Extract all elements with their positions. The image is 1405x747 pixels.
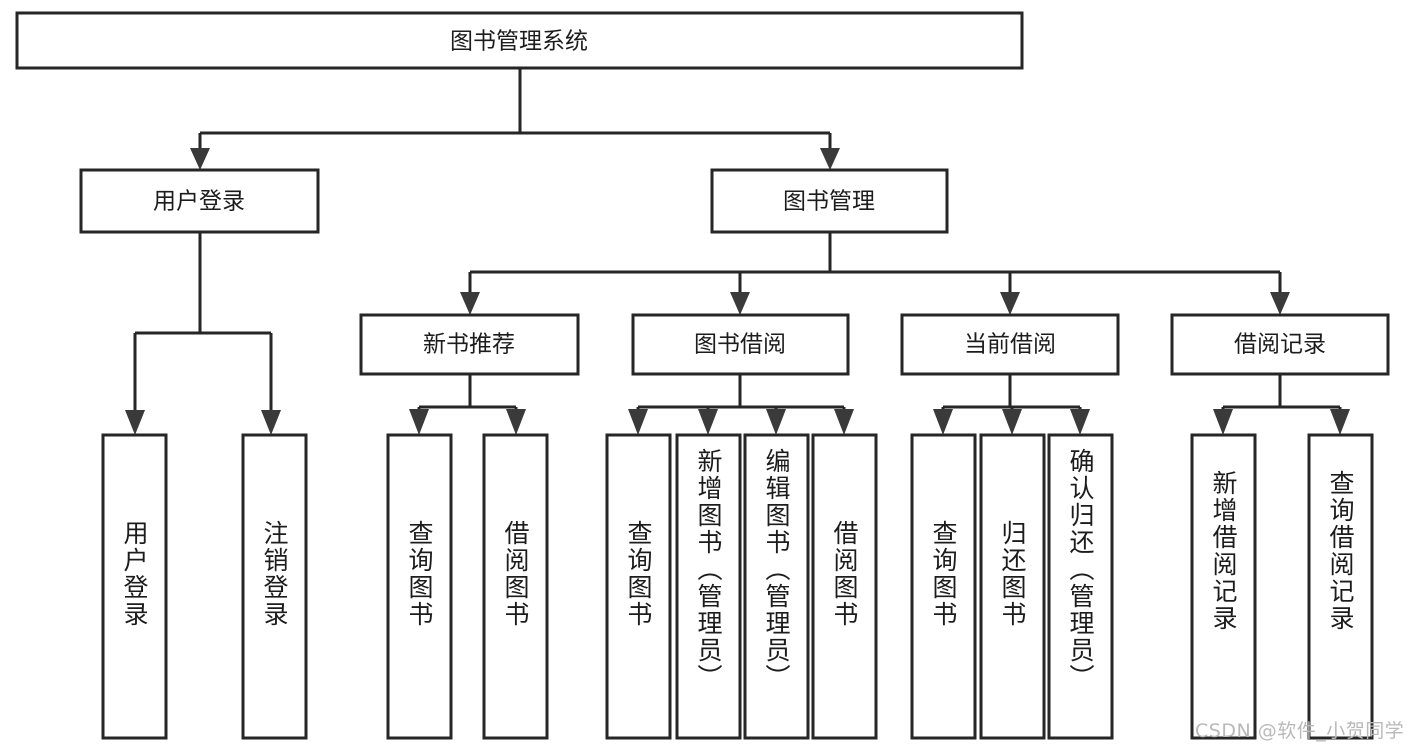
arrowhead-leaf-query-book-2 (628, 409, 648, 435)
connector-group-book-borrow (628, 374, 854, 435)
node-current-borrow-rect[interactable] (900, 313, 1120, 376)
arrowhead-current-borrow (1000, 292, 1020, 315)
leaf-add-borrow-record-rect[interactable] (1190, 433, 1257, 740)
node-user-login[interactable]: 用户登录 (79, 168, 320, 234)
node-user-login-label: 用户登录 (153, 189, 245, 215)
node-book-manage-rect[interactable] (710, 168, 949, 234)
arrowhead-leaf-user-login (125, 410, 145, 435)
leaf-confirm-return-admin-rect[interactable] (1047, 433, 1114, 740)
arrowhead-leaf-query-book-3 (933, 409, 953, 435)
leaf-rect-group (101, 433, 1374, 740)
arrowhead-leaf-add-borrow-record (1213, 409, 1233, 435)
connector-group-book-manage (460, 232, 1290, 315)
connector-group-new-book-rec (409, 374, 526, 435)
leaf-add-book-admin-rect[interactable] (675, 433, 742, 740)
node-book-borrow-label: 图书借阅 (694, 332, 786, 358)
arrowhead-book-manage (820, 148, 840, 170)
leaf-query-borrow-record-rect[interactable] (1307, 433, 1374, 740)
node-book-borrow[interactable]: 图书借阅 (631, 313, 850, 376)
node-new-book-rec-label: 新书推荐 (423, 332, 515, 358)
node-book-borrow-rect[interactable] (631, 313, 850, 376)
arrowhead-leaf-query-book-1 (409, 409, 429, 435)
connector-group-borrow-record (1213, 374, 1350, 435)
leaf-query-book-3-rect[interactable] (910, 433, 977, 740)
connector-group-root (190, 68, 840, 170)
arrowhead-leaf-borrow-book-1 (506, 409, 526, 435)
arrowhead-user-login (190, 148, 210, 170)
node-book-manage-label: 图书管理 (783, 189, 875, 215)
node-new-book-rec[interactable]: 新书推荐 (359, 313, 580, 376)
node-current-borrow[interactable]: 当前借阅 (900, 313, 1120, 376)
leaf-query-book-1-rect[interactable] (386, 433, 453, 740)
connector-group-user-login (125, 232, 281, 435)
leaf-borrow-book-1-rect[interactable] (482, 433, 549, 740)
leaf-query-book-2-rect[interactable] (605, 433, 672, 740)
leaf-user-logout-rect[interactable] (241, 433, 308, 740)
node-borrow-record-rect[interactable] (1170, 313, 1390, 376)
node-root-rect[interactable] (15, 11, 1024, 70)
arrowhead-leaf-user-logout (261, 410, 281, 435)
leaf-return-book-rect[interactable] (979, 433, 1046, 740)
arrowhead-leaf-confirm-return-admin (1070, 409, 1090, 435)
node-user-login-rect[interactable] (79, 168, 320, 234)
arrowhead-leaf-query-borrow-record (1330, 409, 1350, 435)
arrowhead-leaf-borrow-book-2 (834, 409, 854, 435)
node-book-manage[interactable]: 图书管理 (710, 168, 949, 234)
node-borrow-record[interactable]: 借阅记录 (1170, 313, 1390, 376)
watermark-text: CSDN @软件_小贺同学 (1195, 720, 1405, 742)
node-root[interactable]: 图书管理系统 (15, 11, 1024, 70)
connector-group-current-borrow (933, 374, 1090, 435)
leaf-borrow-book-2-rect[interactable] (811, 433, 878, 740)
arrowhead-leaf-return-book (1002, 409, 1022, 435)
arrowhead-leaf-add-book-admin (698, 409, 718, 435)
arrowhead-book-borrow (730, 292, 750, 315)
node-borrow-record-label: 借阅记录 (1234, 332, 1326, 358)
leaf-edit-book-admin-rect[interactable] (743, 433, 810, 740)
node-new-book-rec-rect[interactable] (359, 313, 580, 376)
node-root-label: 图书管理系统 (450, 29, 588, 55)
leaf-user-login-rect[interactable] (101, 433, 168, 740)
node-current-borrow-label: 当前借阅 (964, 332, 1056, 358)
arrowhead-borrow-record (1270, 292, 1290, 315)
arrowhead-leaf-edit-book-admin (766, 409, 786, 435)
arrowhead-new-book-rec (460, 292, 480, 315)
